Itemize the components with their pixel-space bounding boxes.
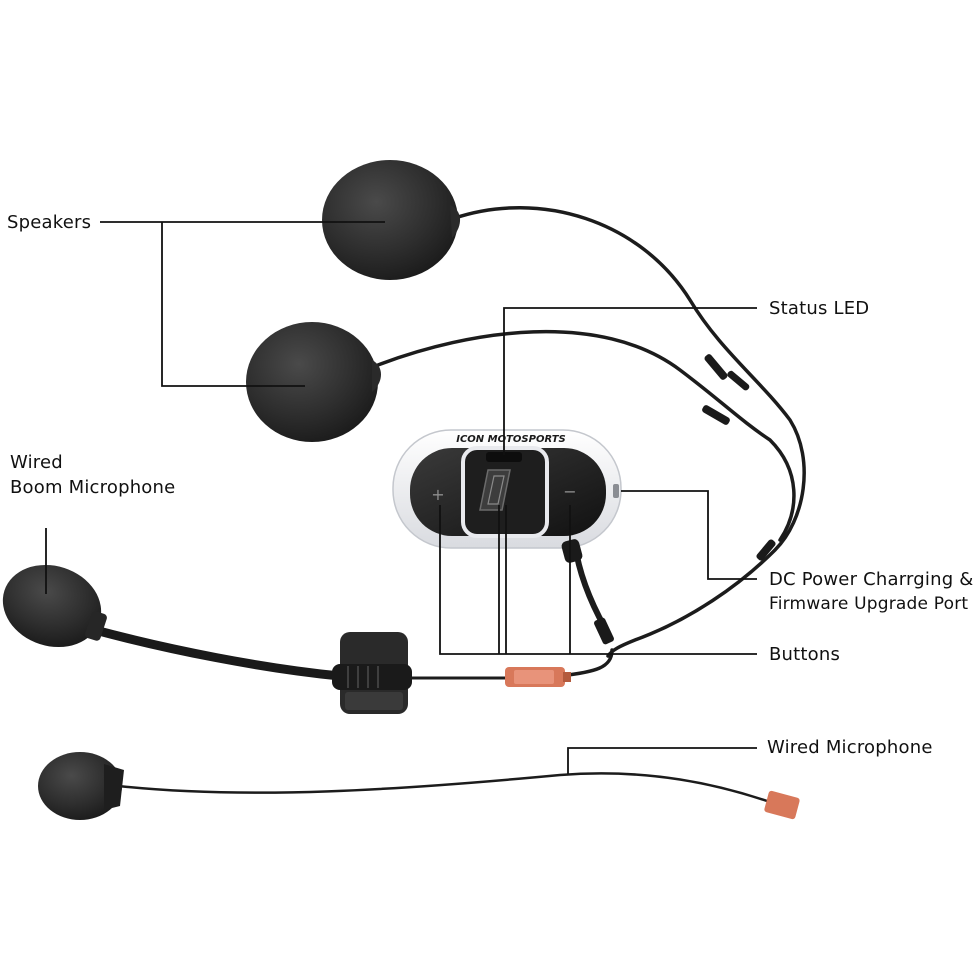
wired-mic-connector <box>764 790 800 820</box>
wired-mic-callout <box>567 747 757 774</box>
buttons-callout <box>439 505 757 655</box>
status-led-label: Status LED <box>769 298 870 319</box>
cable-beads <box>594 354 776 645</box>
wired-microphone <box>38 752 800 820</box>
status-led-callout <box>503 307 757 455</box>
boom-mic-label-line2: Boom Microphone <box>10 477 176 498</box>
boom-microphone <box>2 564 412 714</box>
device-logo <box>479 469 511 511</box>
wired-mic-cable <box>116 772 772 804</box>
boom-connector <box>505 667 571 687</box>
device-brand-text: ICON MOTOSPORTS <box>456 434 566 445</box>
speakers-label: Speakers <box>7 212 92 233</box>
intercom-device <box>392 429 622 549</box>
boom-mic-label-line1: Wired <box>10 452 63 473</box>
dc-power-callout <box>621 490 757 580</box>
plus-button-symbol: + <box>431 485 444 504</box>
lower-speaker-cable <box>376 329 796 542</box>
dc-power-label-line1: DC Power Charrging & <box>769 569 974 590</box>
dc-port <box>613 484 619 498</box>
upper-speaker-cable <box>453 206 806 658</box>
upper-speaker <box>322 160 461 280</box>
wired-microphone-label: Wired Microphone <box>767 737 933 758</box>
buttons-label: Buttons <box>769 644 841 665</box>
lower-speaker <box>246 322 381 442</box>
callout-lines <box>45 221 757 774</box>
device-cable-strain-relief <box>561 539 583 563</box>
minus-button-symbol: − <box>563 482 576 501</box>
dc-power-label-line2: Firmware Upgrade Port <box>769 594 969 614</box>
